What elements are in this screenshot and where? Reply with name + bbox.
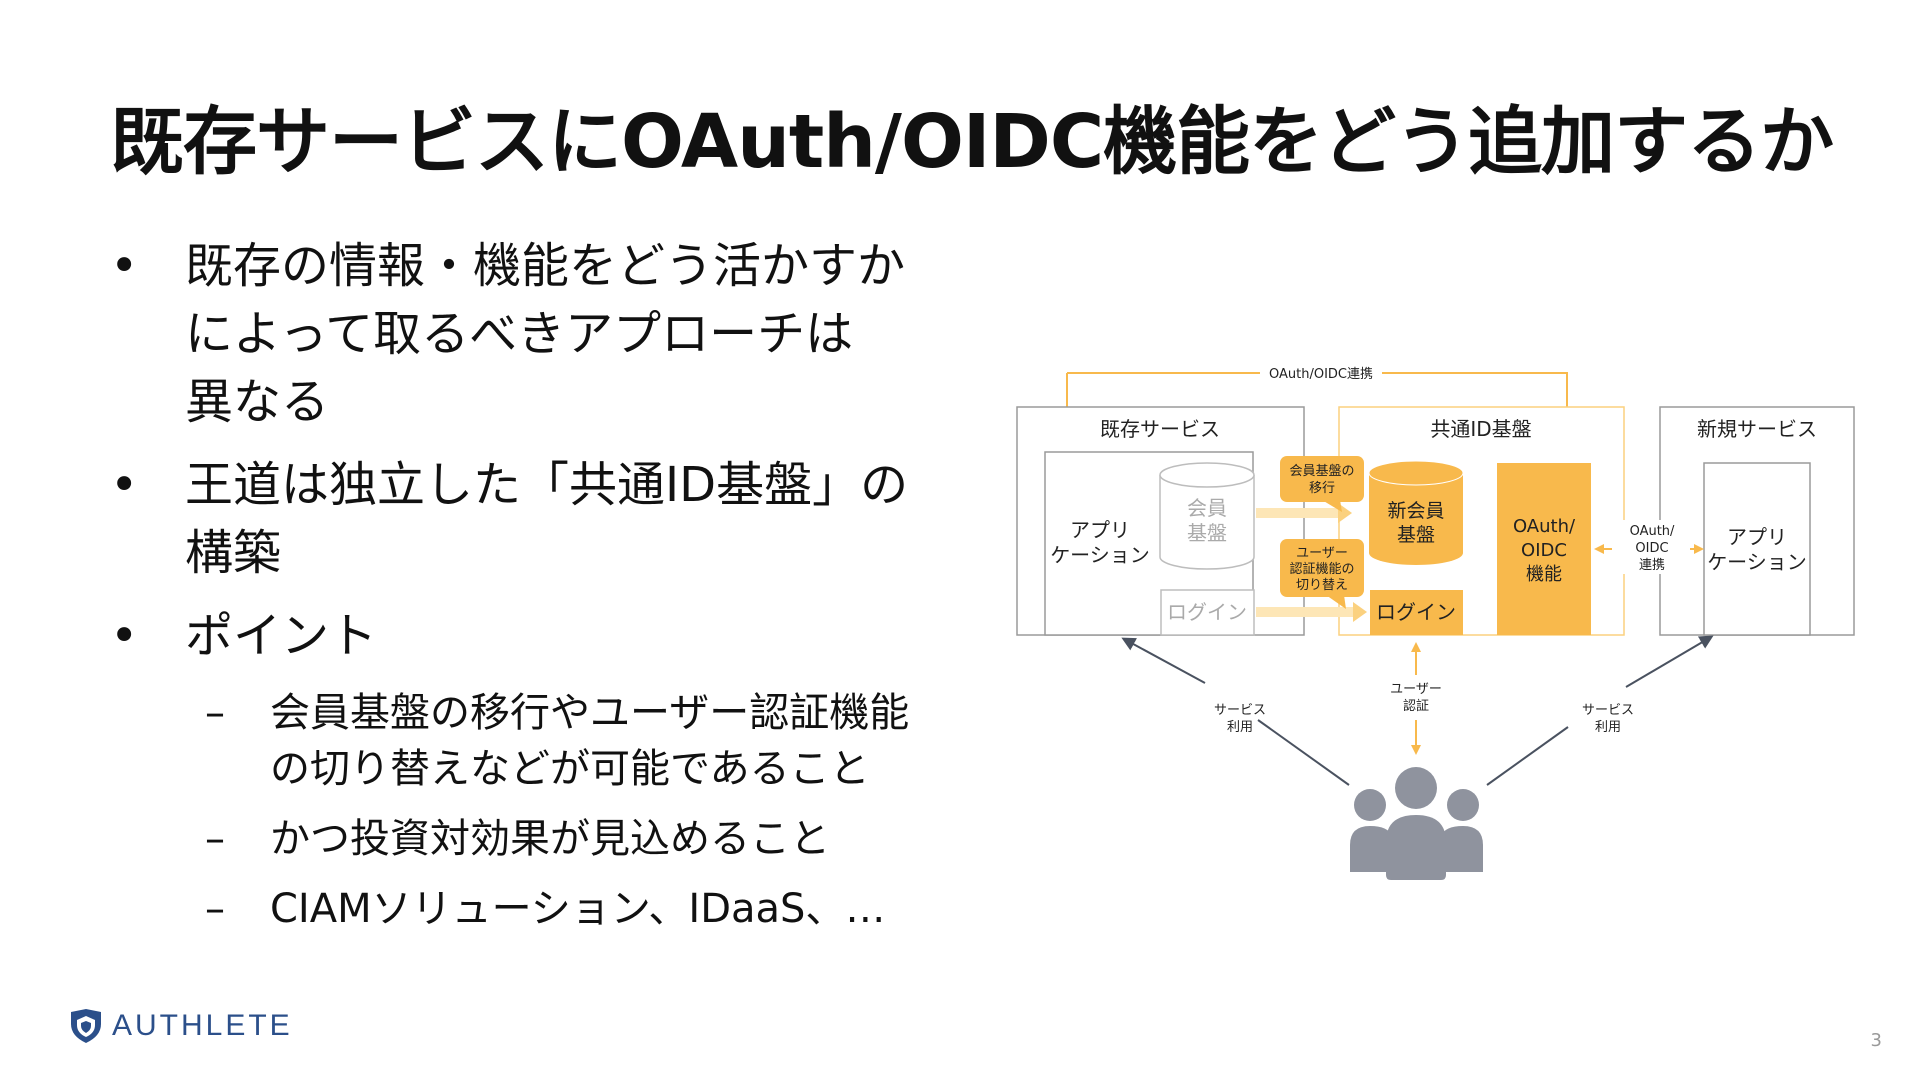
existing-service-title: 既存サービス bbox=[1100, 417, 1220, 441]
existing-app-label: アプリ bbox=[1070, 518, 1130, 542]
callout-switch bbox=[1280, 539, 1364, 609]
new-app-box bbox=[1703, 462, 1811, 636]
callout-switch-text: 切り替え bbox=[1296, 578, 1348, 593]
new-app-label: アプリ bbox=[1727, 525, 1787, 549]
bullet-text-line: 既存の情報・機能をどう活かすか bbox=[185, 238, 906, 294]
sub-bullet-marker: – bbox=[205, 886, 225, 932]
database-icon bbox=[1159, 462, 1255, 570]
sub-bullet-item: – CIAMソリューション、IDaaS、… bbox=[110, 881, 930, 937]
sub-bullet-text-line: 会員基盤の移行やユーザー認証機能 bbox=[270, 690, 910, 736]
service-use-left-label: 利用 bbox=[1227, 720, 1253, 735]
existing-db-label: 基盤 bbox=[1187, 521, 1227, 545]
bullet-item: • 既存の情報・機能をどう活かすか によって取るべきアプローチは 異なる bbox=[110, 232, 930, 436]
sub-bullet-marker: – bbox=[205, 816, 225, 862]
oauth-function-label: OIDC bbox=[1521, 540, 1567, 561]
bullet-text-line: 王道は独立した「共通ID基盤」の bbox=[185, 457, 909, 513]
existing-login-label: ログイン bbox=[1167, 600, 1247, 624]
connector-line bbox=[1486, 726, 1569, 786]
slide-title: 既存サービスにOAuth/OIDC機能をどう追加するか bbox=[110, 99, 1834, 185]
oidc-link-label: 連携 bbox=[1639, 557, 1665, 573]
user-auth-label: 認証 bbox=[1403, 698, 1429, 714]
service-use-right-label: 利用 bbox=[1595, 720, 1621, 735]
existing-db-label: 会員 bbox=[1187, 496, 1227, 520]
connector-line bbox=[1121, 637, 1206, 684]
bullet-text-line: によって取るべきアプローチは bbox=[185, 306, 854, 362]
bullet-marker: • bbox=[110, 238, 139, 294]
auth-switch-arrow bbox=[1256, 602, 1367, 622]
sub-bullet-item: – 会員基盤の移行やユーザー認証機能 の切り替えなどが可能であること bbox=[110, 685, 930, 797]
new-login-label: ログイン bbox=[1376, 600, 1456, 624]
bullet-text-line: 異なる bbox=[185, 374, 330, 430]
bullet-item: • ポイント bbox=[110, 602, 930, 670]
new-app-label: ケーション bbox=[1707, 550, 1807, 574]
existing-login-box bbox=[1160, 589, 1255, 636]
sub-bullet-text-line: かつ投資対効果が見込めること bbox=[270, 816, 830, 862]
sub-bullet-item: – かつ投資対効果が見込めること bbox=[110, 811, 930, 867]
database-icon bbox=[1368, 460, 1464, 565]
label-background bbox=[1620, 520, 1684, 574]
existing-app-label: ケーション bbox=[1050, 543, 1150, 567]
oauth-function-label: OAuth/ bbox=[1513, 516, 1576, 537]
callout-switch-text: ユーザー bbox=[1296, 546, 1348, 561]
new-db-label: 基盤 bbox=[1397, 524, 1435, 546]
authlete-logo-text: AUTHLETE bbox=[112, 1009, 293, 1042]
callout-migrate-text: 移行 bbox=[1309, 481, 1335, 496]
user-auth-label: ユーザー bbox=[1390, 682, 1442, 697]
callout-switch-text: 認証機能の bbox=[1289, 561, 1354, 577]
bullet-marker: • bbox=[110, 608, 139, 664]
new-db-label: 新会員 bbox=[1387, 500, 1444, 522]
label-background bbox=[1260, 362, 1382, 384]
bullet-list: • 既存の情報・機能をどう活かすか によって取るべきアプローチは 異なる • 王… bbox=[110, 232, 930, 951]
sub-bullet-marker: – bbox=[205, 690, 225, 736]
authlete-logo: AUTHLETE bbox=[68, 1008, 293, 1044]
migration-arrow bbox=[1256, 503, 1352, 523]
sub-bullet-text-line: CIAMソリューション、IDaaS、… bbox=[270, 886, 886, 932]
connector-line bbox=[1257, 719, 1350, 786]
oauth-function-box bbox=[1497, 463, 1591, 635]
oidc-link-label: OIDC bbox=[1635, 541, 1668, 556]
new-service-title: 新規サービス bbox=[1697, 417, 1817, 441]
bullet-text-line: ポイント bbox=[185, 608, 378, 664]
bullet-text-line: 構築 bbox=[185, 525, 282, 581]
bullet-marker: • bbox=[110, 457, 139, 513]
sub-bullet-text-line: の切り替えなどが可能であること bbox=[270, 746, 870, 792]
callout-migrate-text: 会員基盤の bbox=[1289, 464, 1354, 479]
authlete-logo-icon bbox=[71, 1009, 101, 1043]
page-number: 3 bbox=[1870, 1030, 1882, 1051]
service-use-left-label: サービス bbox=[1214, 703, 1266, 718]
connector-line bbox=[1625, 635, 1714, 688]
service-use-right-label: サービス bbox=[1582, 703, 1634, 718]
new-login-box bbox=[1370, 590, 1463, 635]
top-link-label: OAuth/OIDC連携 bbox=[1269, 366, 1373, 382]
oauth-function-label: 機能 bbox=[1526, 564, 1562, 585]
users-group-icon bbox=[1350, 767, 1483, 880]
bullet-item: • 王道は独立した「共通ID基盤」の 構築 bbox=[110, 451, 930, 587]
oidc-link-label: OAuth/ bbox=[1630, 524, 1675, 539]
common-id-title: 共通ID基盤 bbox=[1430, 417, 1531, 441]
callout-migrate bbox=[1280, 456, 1364, 512]
